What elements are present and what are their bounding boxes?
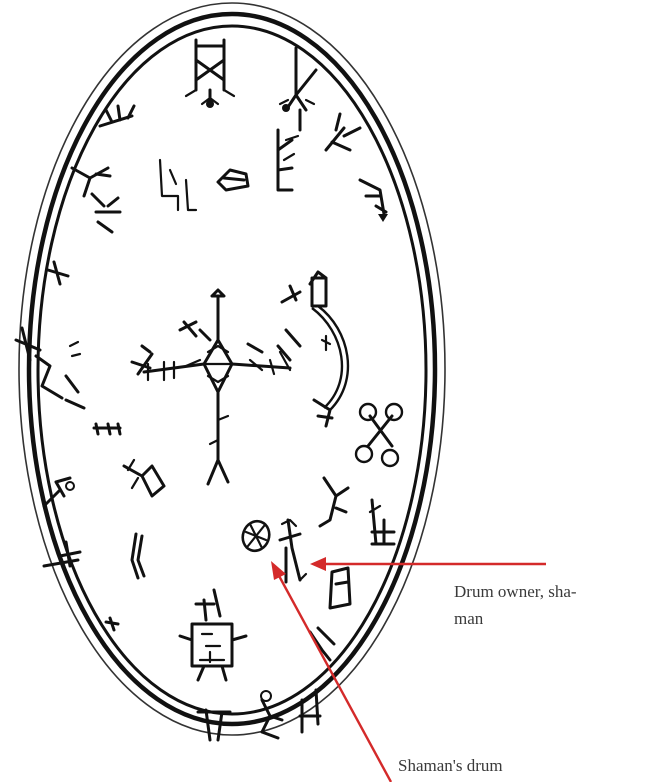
- top-figure-right: [280, 48, 316, 130]
- small-drum-symbol: [239, 517, 274, 554]
- drum-owner-label: Drum owner, sha- man: [454, 578, 644, 632]
- central-cross: [132, 290, 300, 484]
- top-figure-left: [186, 40, 234, 108]
- shamans-drum-label: Shaman's drum: [398, 752, 638, 779]
- drum-owner-label-text: Drum owner, sha- man: [454, 582, 577, 628]
- scissors-symbol: [356, 404, 402, 466]
- arc-figure-right: [282, 272, 348, 426]
- figures-mid-lower: [124, 460, 348, 578]
- house-figure: [218, 170, 248, 190]
- shamans-drum-label-text: Shaman's drum: [398, 756, 503, 775]
- tree-figures-upper-left: [72, 106, 196, 232]
